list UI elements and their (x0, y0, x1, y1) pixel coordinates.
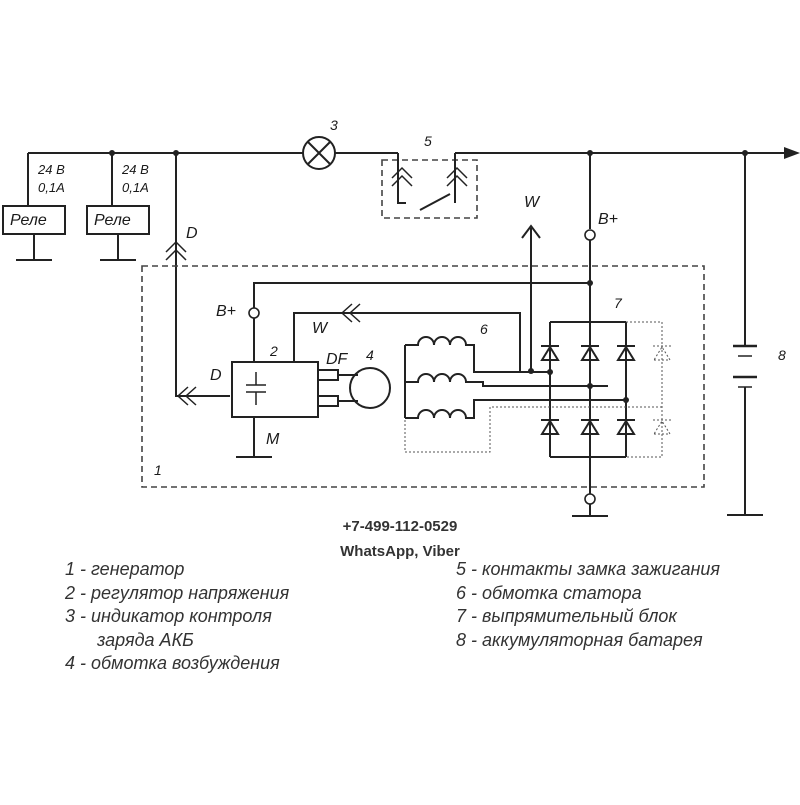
d-label-top: D (186, 225, 198, 242)
label-7: 7 (614, 295, 623, 311)
bplus-label-reg: B+ (216, 303, 236, 320)
bus-arrow (784, 147, 800, 159)
contact-messengers: WhatsApp, Viber (340, 543, 460, 560)
relay2-node (109, 150, 115, 156)
d-connector-reg (176, 386, 197, 406)
legend-item: 8 - аккумуляторная батарея (456, 629, 703, 650)
legend-item: 2 - регулятор напряжения (65, 582, 290, 603)
d-label-reg: D (210, 367, 222, 384)
bplus-label-rect: B+ (598, 211, 618, 228)
relay2-ground (100, 234, 136, 261)
legend-item: 5 - контакты замка зажигания (456, 559, 720, 579)
regulator-capacitor (246, 372, 266, 405)
diode-icon (616, 419, 636, 435)
label-5: 5 (424, 133, 432, 149)
df-label: DF (326, 351, 349, 368)
relay-1-current: 0,1А (38, 180, 65, 195)
legend-item: 4 - обмотка возбуждения (65, 653, 280, 673)
contact-phone: +7-499-112-0529 (342, 518, 458, 535)
reg-ground (236, 417, 272, 458)
reg-w-connector (340, 303, 361, 323)
ignition-blade (419, 193, 451, 211)
optional-diodes (404, 321, 671, 458)
label-3: 3 (330, 117, 338, 133)
generator-enclosure (141, 265, 705, 488)
stator-winding-icon (404, 336, 626, 419)
label-6: 6 (480, 321, 488, 337)
d-connector-top (165, 240, 187, 261)
relay1-ground (16, 234, 52, 261)
relay-2-current: 0,1А (122, 180, 149, 195)
df-terminal-2 (317, 395, 339, 407)
relay-2-label: Реле (94, 212, 131, 229)
df-wires (338, 374, 358, 402)
legend-item: заряда АКБ (97, 629, 194, 650)
indicator-lamp-icon (302, 136, 336, 170)
ignition-contact-right (446, 166, 468, 187)
field-winding-icon (349, 367, 391, 409)
diode-icon (540, 345, 560, 361)
legend-right: 5 - контакты замка зажигания 6 - обмотка… (456, 558, 720, 652)
w-label-reg: W (312, 320, 329, 337)
label-8: 8 (778, 347, 786, 363)
ground-terminal (584, 493, 596, 505)
relay-1-voltage: 24 В (37, 162, 65, 177)
label-2: 2 (269, 343, 278, 359)
diode-icon (580, 419, 600, 435)
legend-left: 1 - генератор 2 - регулятор напряжения 3… (65, 558, 289, 676)
ignition-switch-box (381, 159, 478, 219)
d-wire (175, 153, 230, 397)
reg-bplus-node (587, 280, 593, 286)
legend-item: 7 - выпрямительный блок (456, 606, 677, 626)
diode-icon (580, 345, 600, 361)
reg-w-wire (293, 312, 521, 371)
rectifier-block (520, 321, 636, 494)
w-out-arrow (521, 224, 541, 239)
diode-icon (540, 419, 560, 435)
bplus-terminal (584, 229, 596, 241)
voltage-regulator-box (231, 361, 319, 418)
main-ground (572, 504, 608, 517)
legend-item: 6 - обмотка статора (456, 582, 642, 603)
label-4: 4 (366, 347, 374, 363)
reg-bplus-bus (253, 282, 590, 308)
legend-item: 1 - генератор (65, 559, 185, 579)
ignition-left-wire (397, 153, 406, 204)
relay-1-label: Реле (10, 212, 47, 229)
legend-item: 3 - индикатор контроля (65, 606, 272, 626)
diode-icon (616, 345, 636, 361)
battery-bottom-wire (727, 387, 763, 516)
df-terminal-1 (317, 369, 339, 381)
w-label-top: W (524, 194, 541, 211)
reg-bplus-terminal (248, 307, 260, 319)
label-1: 1 (154, 462, 162, 478)
m-label: M (266, 431, 280, 448)
ignition-contact-left (391, 166, 413, 187)
relay-2-voltage: 24 В (121, 162, 149, 177)
